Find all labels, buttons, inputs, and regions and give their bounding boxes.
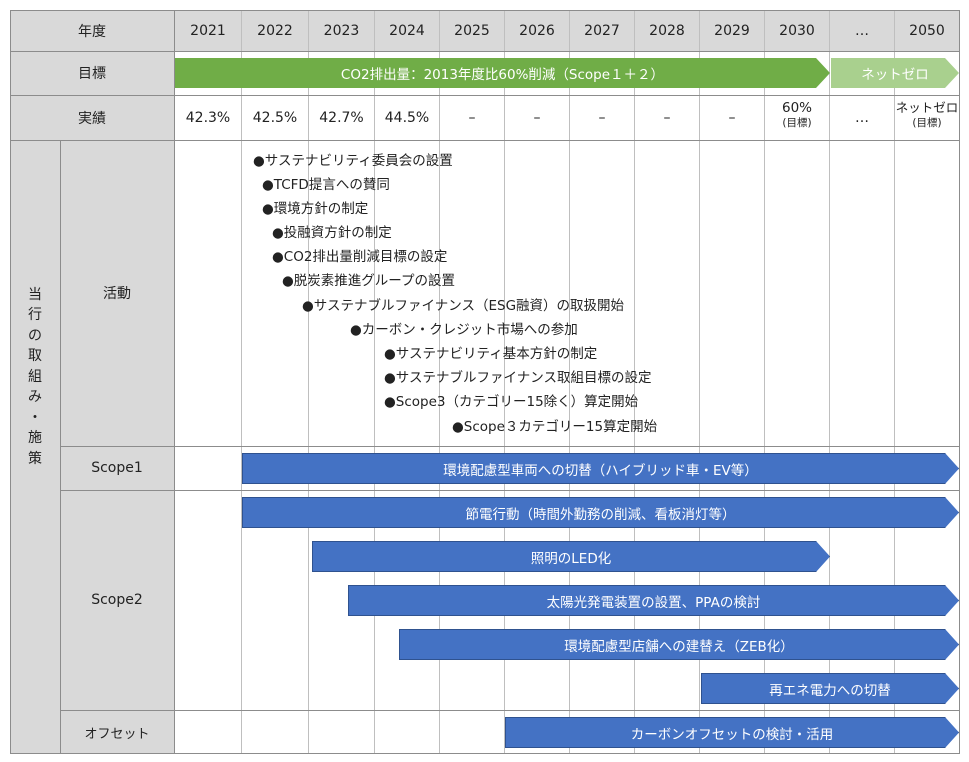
year-2022: 2022 (257, 22, 293, 39)
actual-2029: – (728, 109, 736, 126)
activities-label: 活動 (103, 286, 131, 302)
section-label: 当 行 の 取 組 み ・ 施 策 (10, 140, 60, 614)
section-label-char: 施 (28, 430, 42, 447)
actual-2050-note: (目標) (912, 117, 942, 129)
section-label-char: 行 (28, 307, 42, 324)
scope2-bar-label: 環境配慮型店舗への建替え（ZEB化） (564, 638, 794, 655)
actual-2023: 42.7% (319, 109, 364, 126)
activity-item: ●投融資方針の制定 (272, 225, 392, 241)
year-ellipsis: … (855, 22, 869, 39)
section-label-char: 組 (28, 368, 42, 385)
scope2-bar: 環境配慮型店舗への建替え（ZEB化） (399, 629, 959, 660)
actual-2024: 44.5% (384, 109, 430, 126)
header-year-label: 年度 (78, 23, 106, 40)
year-2026: 2026 (519, 22, 555, 39)
actual-2030: 60% (目標) (765, 99, 829, 137)
actual-2027: – (598, 109, 606, 126)
activity-item: ●カーボン・クレジット市場への参加 (350, 322, 578, 338)
scope2-bar: 再エネ電力への切替 (701, 673, 959, 704)
section-label-char: の (28, 327, 42, 344)
actual-2030-note: (目標) (782, 117, 812, 129)
section-label-char: ・ (28, 409, 42, 426)
activity-item: ●Scope３カテゴリー15算定開始 (452, 419, 658, 435)
actual-2021: 42.3% (185, 109, 231, 126)
scope1-bar: 環境配慮型車両への切替（ハイブリッド車・EV等） (242, 453, 959, 484)
header-row-bg (10, 10, 959, 51)
target-label-bg (10, 51, 174, 95)
actual-2050-value: ネットゼロ (895, 100, 959, 115)
year-2028: 2028 (649, 22, 685, 39)
scope2-bar-label: 節電行動（時間外勤務の削減、看板消灯等） (465, 506, 736, 523)
year-2050: 2050 (909, 22, 945, 39)
section-label-char: み (28, 389, 42, 406)
year-2021: 2021 (190, 22, 226, 39)
year-2029: 2029 (714, 22, 750, 39)
activity-item: ●Scope3（カテゴリー15除く）算定開始 (384, 394, 639, 410)
scope2-bar-label: 照明のLED化 (530, 550, 612, 567)
activity-item: ●サステナブルファイナンス（ESG融資）の取扱開始 (302, 298, 625, 314)
activity-item: ●環境方針の制定 (262, 201, 369, 217)
actual-2030-value: 60% (781, 100, 812, 116)
netzero-arrow: ネットゼロ (831, 58, 959, 88)
offset-bar: カーボンオフセットの検討・活用 (505, 717, 959, 748)
scope2-bar-label: 太陽光発電装置の設置、PPAの検討 (546, 594, 761, 611)
year-2030: 2030 (779, 22, 815, 39)
section-label-bg (10, 140, 60, 753)
scope2-bar-label: 再エネ電力への切替 (769, 682, 891, 699)
activity-item: ●サステナブルファイナンス取組目標の設定 (384, 370, 652, 386)
actual-2025: – (468, 109, 476, 126)
section-label-char: 当 (28, 286, 42, 303)
scope2-label: Scope2 (91, 592, 143, 608)
activity-item: ●CO2排出量削減目標の設定 (272, 249, 448, 265)
activity-item: ●TCFD提言への賛同 (262, 177, 390, 193)
year-2024: 2024 (389, 22, 425, 39)
target-arrow: CO2排出量：2013年度比60%削減（Scope１＋２） (175, 58, 830, 88)
scope2-bar: 照明のLED化 (312, 541, 830, 572)
actual-2022: 42.5% (252, 109, 298, 126)
scope1-bar-label: 環境配慮型車両への切替（ハイブリッド車・EV等） (443, 462, 758, 479)
actual-2028: – (663, 109, 671, 126)
netzero-arrow-label: ネットゼロ (861, 67, 929, 83)
actual-ellipsis: … (855, 109, 869, 126)
actual-2050: ネットゼロ (目標) (895, 99, 959, 137)
offset-bar-label: カーボンオフセットの検討・活用 (630, 726, 834, 743)
actual-label-bg (10, 95, 174, 140)
actual-2026: – (533, 109, 541, 126)
actual-row-label: 実績 (78, 110, 106, 127)
offset-label: オフセット (84, 726, 150, 742)
target-arrow-label: CO2排出量：2013年度比60%削減（Scope１＋２） (340, 67, 665, 83)
activity-item: ●サステナビリティ基本方針の制定 (384, 346, 598, 362)
activity-item: ●脱炭素推進グループの設置 (282, 273, 455, 289)
section-label-char: 取 (28, 348, 42, 365)
scope2-bar: 節電行動（時間外勤務の削減、看板消灯等） (242, 497, 959, 528)
year-2025: 2025 (454, 22, 490, 39)
target-row-label: 目標 (78, 66, 106, 82)
activity-item: ●サステナビリティ委員会の設置 (253, 153, 453, 169)
year-2023: 2023 (323, 22, 360, 39)
year-2027: 2027 (584, 22, 620, 39)
scope1-label: Scope1 (91, 460, 143, 476)
section-label-char: 策 (28, 450, 42, 467)
scope2-bar: 太陽光発電装置の設置、PPAの検討 (348, 585, 959, 616)
